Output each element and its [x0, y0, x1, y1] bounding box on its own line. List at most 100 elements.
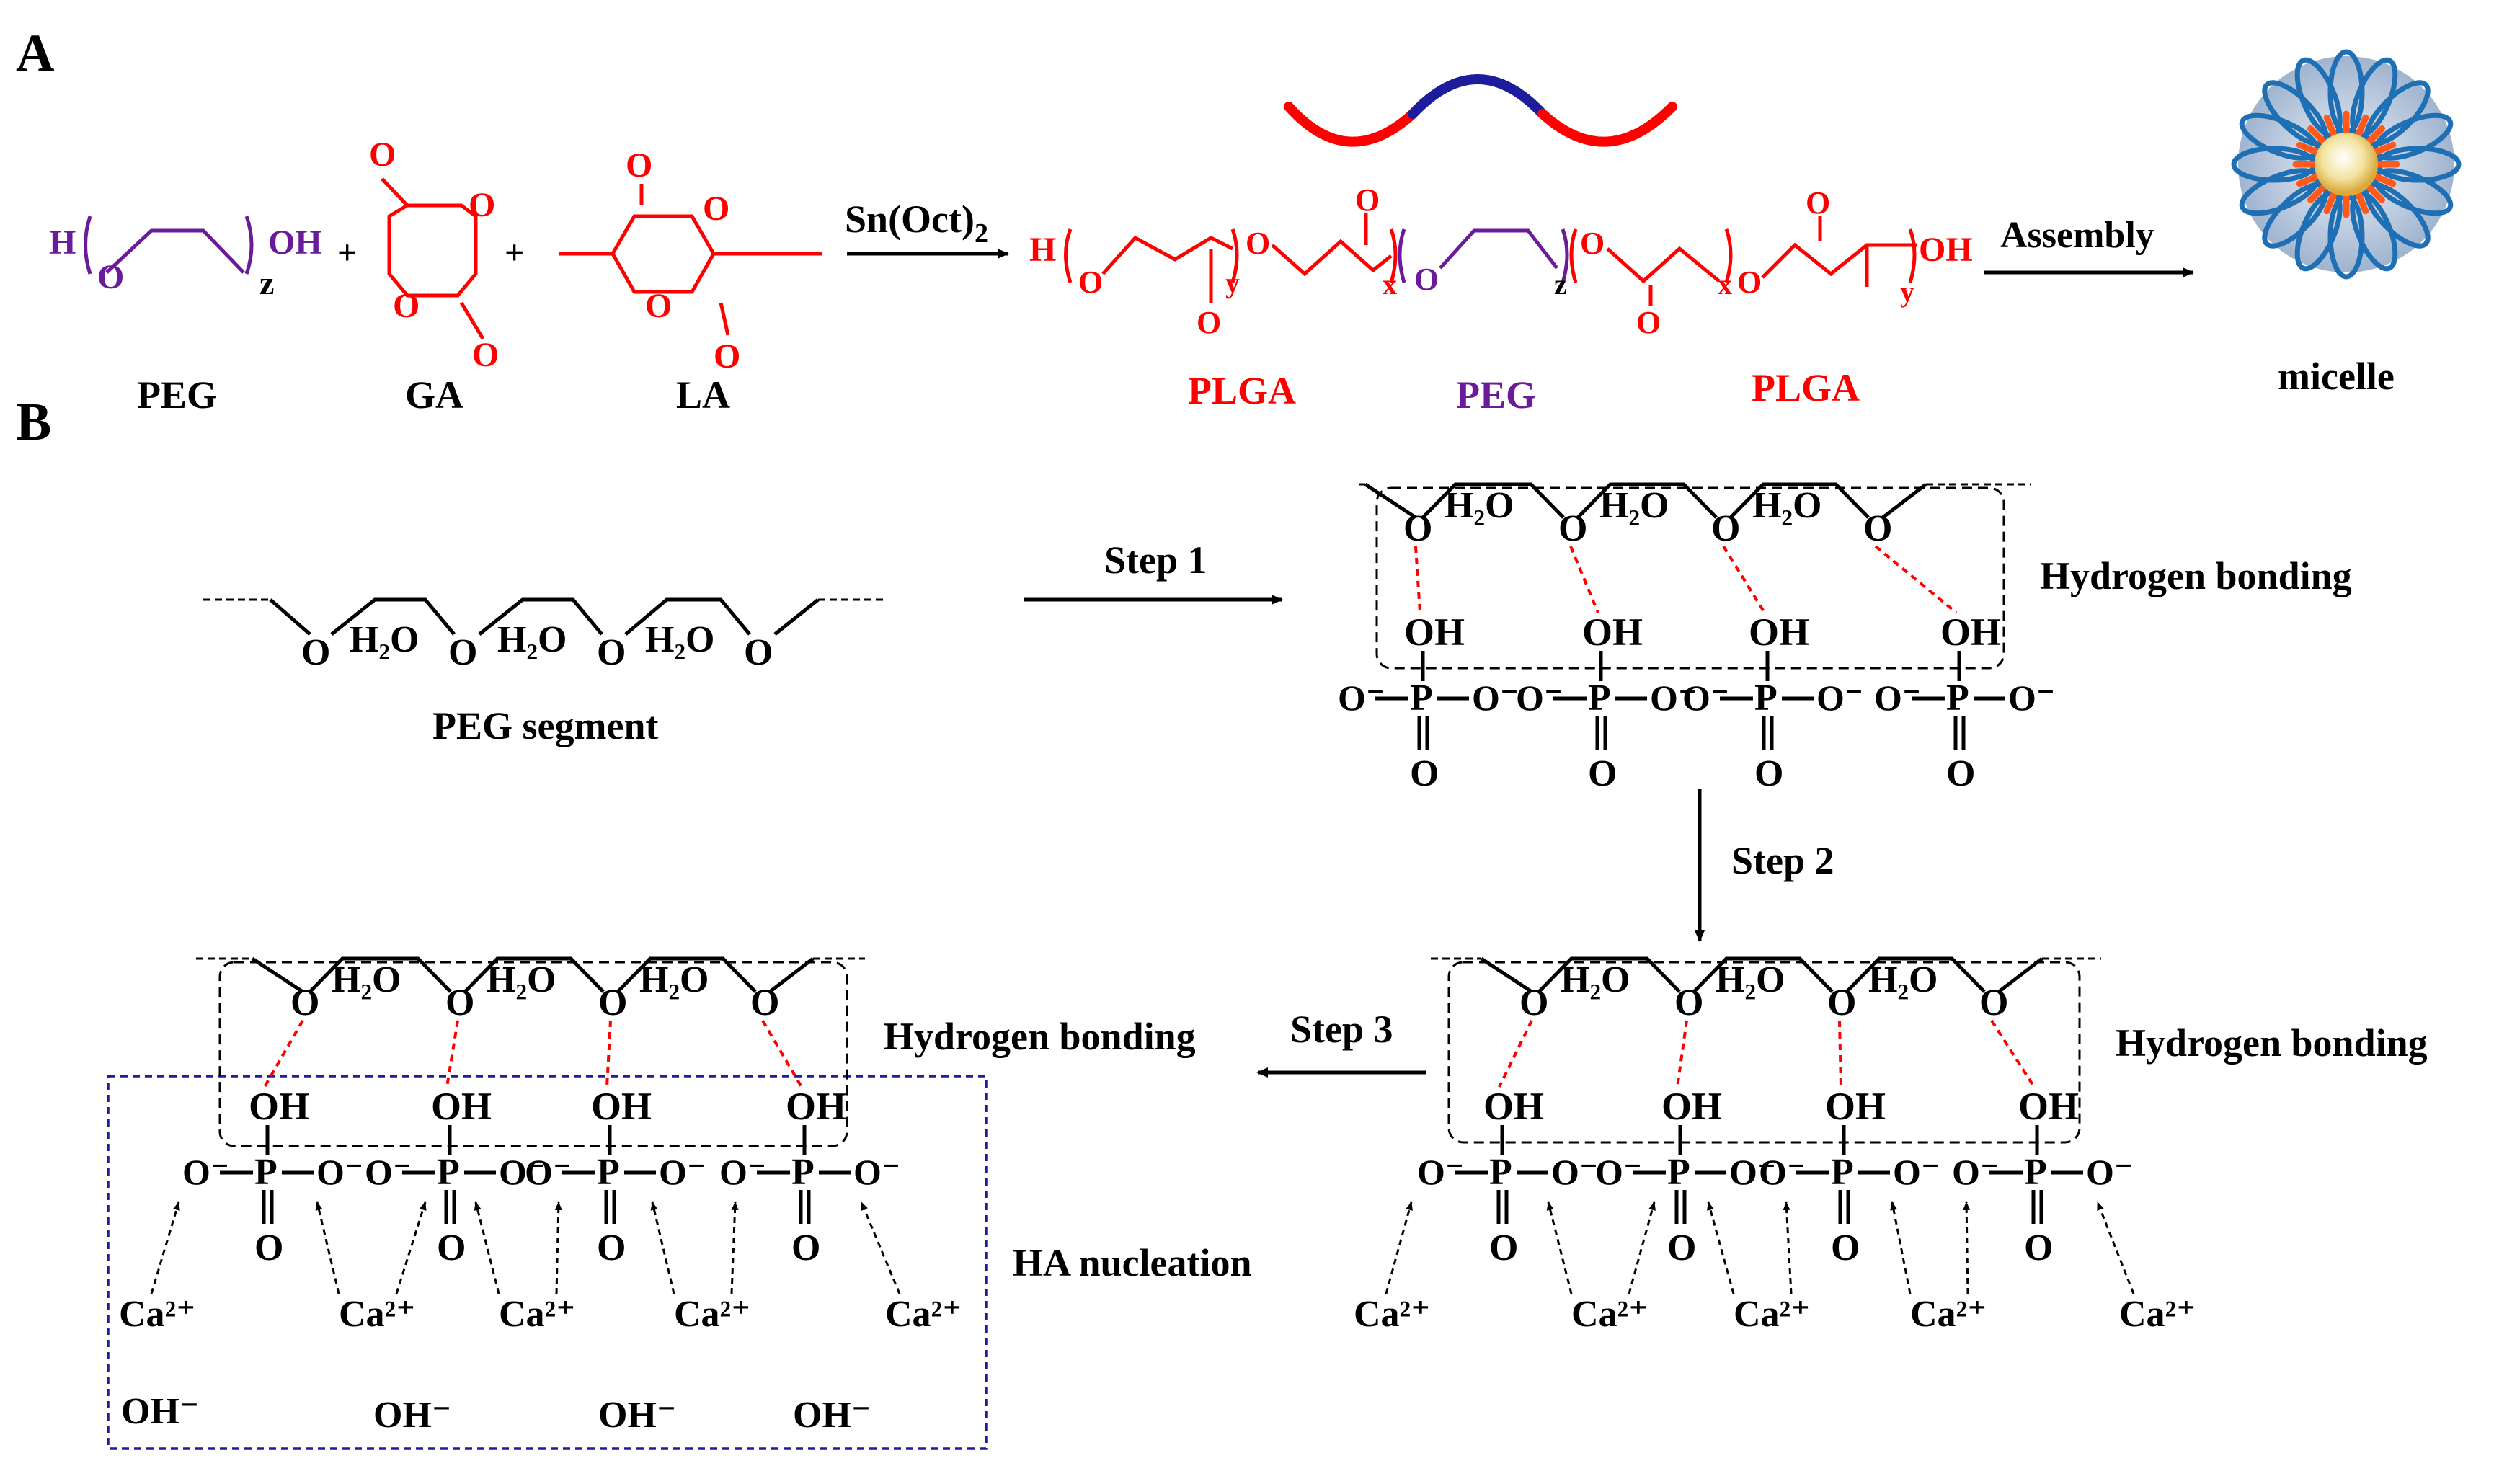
- ether-oxygen: O: [1863, 508, 1892, 549]
- phosphate-oxygen-right: O⁻: [659, 1152, 706, 1192]
- hydroxide-ion: OH⁻: [121, 1391, 199, 1432]
- micelle-hydrophobic-tail: [2307, 181, 2330, 203]
- calcium-ion: Ca²⁺: [2119, 1294, 2196, 1335]
- product-o-6: O: [1636, 305, 1661, 340]
- coordination-arrow: [150, 1201, 180, 1294]
- micelle-label: micelle: [2278, 355, 2395, 398]
- phosphate-oxygen-bottom: O: [597, 1227, 626, 1268]
- plus-sign-2: +: [505, 234, 524, 272]
- ether-oxygen: O: [750, 982, 779, 1023]
- product-oh-end: OH: [1919, 231, 1973, 269]
- ether-oxygen: O: [290, 982, 319, 1023]
- coordination-arrow: [554, 1201, 562, 1294]
- ga-o-ring-right: O: [469, 186, 495, 224]
- phosphate-oxygen-bottom: O: [254, 1227, 283, 1268]
- catalyst-text: Sn(Oct): [845, 197, 975, 241]
- hydrogen-bond: [761, 1019, 803, 1088]
- phosphate-hydroxyl: OH: [431, 1085, 492, 1128]
- phosphate-hydroxyl: OH: [249, 1085, 309, 1128]
- phosphate-oxygen-right: O⁻: [2008, 677, 2055, 718]
- micelle-hydrophobic-tail: [2296, 141, 2323, 157]
- water-molecule: H₂O: [1561, 959, 1630, 1000]
- hydrogen-bond-region-box: [218, 961, 848, 1147]
- phosphate-hydroxyl: OH: [1582, 610, 1643, 654]
- ether-oxygen: O: [1711, 508, 1740, 549]
- hydrogen-bonding-label-3: Hydrogen bonding: [884, 1015, 1196, 1058]
- ga-reactant-label: GA: [405, 373, 463, 417]
- product-plga-left-label: PLGA: [1188, 369, 1296, 412]
- phosphate-oxygen-right: O⁻: [1729, 1152, 1776, 1192]
- calcium-ion: Ca²⁺: [674, 1294, 751, 1335]
- triblock-wave-schematic: [1284, 74, 1677, 147]
- ether-oxygen: O: [1403, 508, 1432, 549]
- phosphate-oxygen-right: O⁻: [853, 1152, 900, 1192]
- phosphate-hydroxyl: OH: [1749, 610, 1809, 654]
- peg-o-atom: O: [97, 258, 124, 296]
- coordination-arrow: [1385, 1201, 1413, 1294]
- hydrogen-bond: [263, 1020, 304, 1088]
- calcium-ion: Ca²⁺: [119, 1294, 196, 1335]
- micelle-hydrophilic-loop: [2363, 181, 2431, 249]
- phosphate-oxygen-right: O⁻: [1472, 677, 1519, 718]
- micelle-hydrophilic-loop: [2350, 187, 2398, 272]
- ether-oxygen: O: [445, 982, 474, 1023]
- la-o-bottom: O: [714, 337, 740, 376]
- calcium-ion: Ca²⁺: [1571, 1294, 1648, 1335]
- product-y-sub-1: y: [1225, 267, 1240, 299]
- hydrogen-bonding-label-1: Hydrogen bonding: [2040, 554, 2352, 597]
- phosphate-oxygen-right: O⁻: [2086, 1152, 2133, 1192]
- micelle-hydrophobic-tail: [2307, 125, 2330, 148]
- phosphate-oxygen-right: O⁻: [1893, 1152, 1940, 1192]
- ga-o-ring-left: O: [393, 287, 420, 325]
- hydrogen-bond: [1676, 1020, 1688, 1088]
- phosphorus-atom: P: [2024, 1152, 2047, 1193]
- micelle-hydrophobic-tail: [2369, 141, 2397, 157]
- phosphorus-atom: P: [597, 1152, 620, 1193]
- ha-nucleation-label: HA nucleation: [1013, 1241, 1252, 1284]
- coordination-arrow: [650, 1201, 675, 1294]
- product-x-sub-1: x: [1383, 268, 1397, 301]
- product-o-8: O: [1806, 185, 1830, 221]
- micelle-hydrophilic-loop: [2262, 80, 2330, 148]
- phosphorus-atom: P: [791, 1152, 815, 1193]
- step2-label: Step 2: [1731, 839, 1834, 882]
- peg-reactant-structure: H O z OH +: [49, 216, 357, 301]
- ether-oxygen: O: [1558, 508, 1587, 549]
- hydrogen-bond: [605, 1020, 612, 1088]
- phosphate-oxygen-right: O⁻: [499, 1152, 546, 1192]
- product-o-5: O: [1580, 226, 1605, 261]
- water-molecule: H₂O: [1716, 959, 1785, 1000]
- step1-label: Step 1: [1104, 538, 1207, 582]
- product-x-sub-2: x: [1718, 268, 1732, 301]
- assembly-label: Assembly: [2000, 215, 2154, 256]
- coordination-arrow: [1783, 1201, 1793, 1294]
- peg-reactant-label: PEG: [137, 373, 217, 417]
- peg-h-atom: H: [49, 223, 76, 262]
- step2-arrow: Step 2: [1695, 789, 1834, 942]
- phosphate-hydroxyl: OH: [1940, 610, 2001, 654]
- water-molecule: H₂O: [645, 619, 714, 660]
- micelle-hydrophobic-tail: [2353, 187, 2369, 215]
- hydrogen-bond: [1874, 545, 1958, 614]
- step3-label: Step 3: [1290, 1008, 1393, 1051]
- hydrogen-bond-region-box: [1375, 486, 2005, 670]
- product-z-sub: z: [1554, 268, 1567, 301]
- micelle-hydrophilic-loop: [2363, 80, 2431, 148]
- la-reactant-label: LA: [676, 373, 730, 417]
- ga-reactant-structure: O O O O +: [369, 135, 524, 374]
- panel-a-label: A: [16, 24, 54, 83]
- hydrogen-bond-region-box: [1447, 961, 2081, 1144]
- phosphorus-atom: P: [1946, 677, 1969, 719]
- phosphorus-atom: P: [1410, 677, 1433, 719]
- la-o-ring-right: O: [703, 190, 729, 228]
- product-o-7: O: [1737, 265, 1762, 300]
- micelle-hydrophilic-loop: [2262, 181, 2330, 249]
- phosphate-oxygen-bottom: O: [1946, 753, 1975, 794]
- coordination-arrow: [1546, 1201, 1573, 1294]
- peg-segment-label: PEG segment: [432, 704, 658, 747]
- product-o-peg: O: [1414, 262, 1439, 297]
- hydrogen-bond: [1838, 1020, 1842, 1088]
- coordination-arrow: [315, 1201, 340, 1294]
- hydroxide-ion: OH⁻: [793, 1395, 871, 1436]
